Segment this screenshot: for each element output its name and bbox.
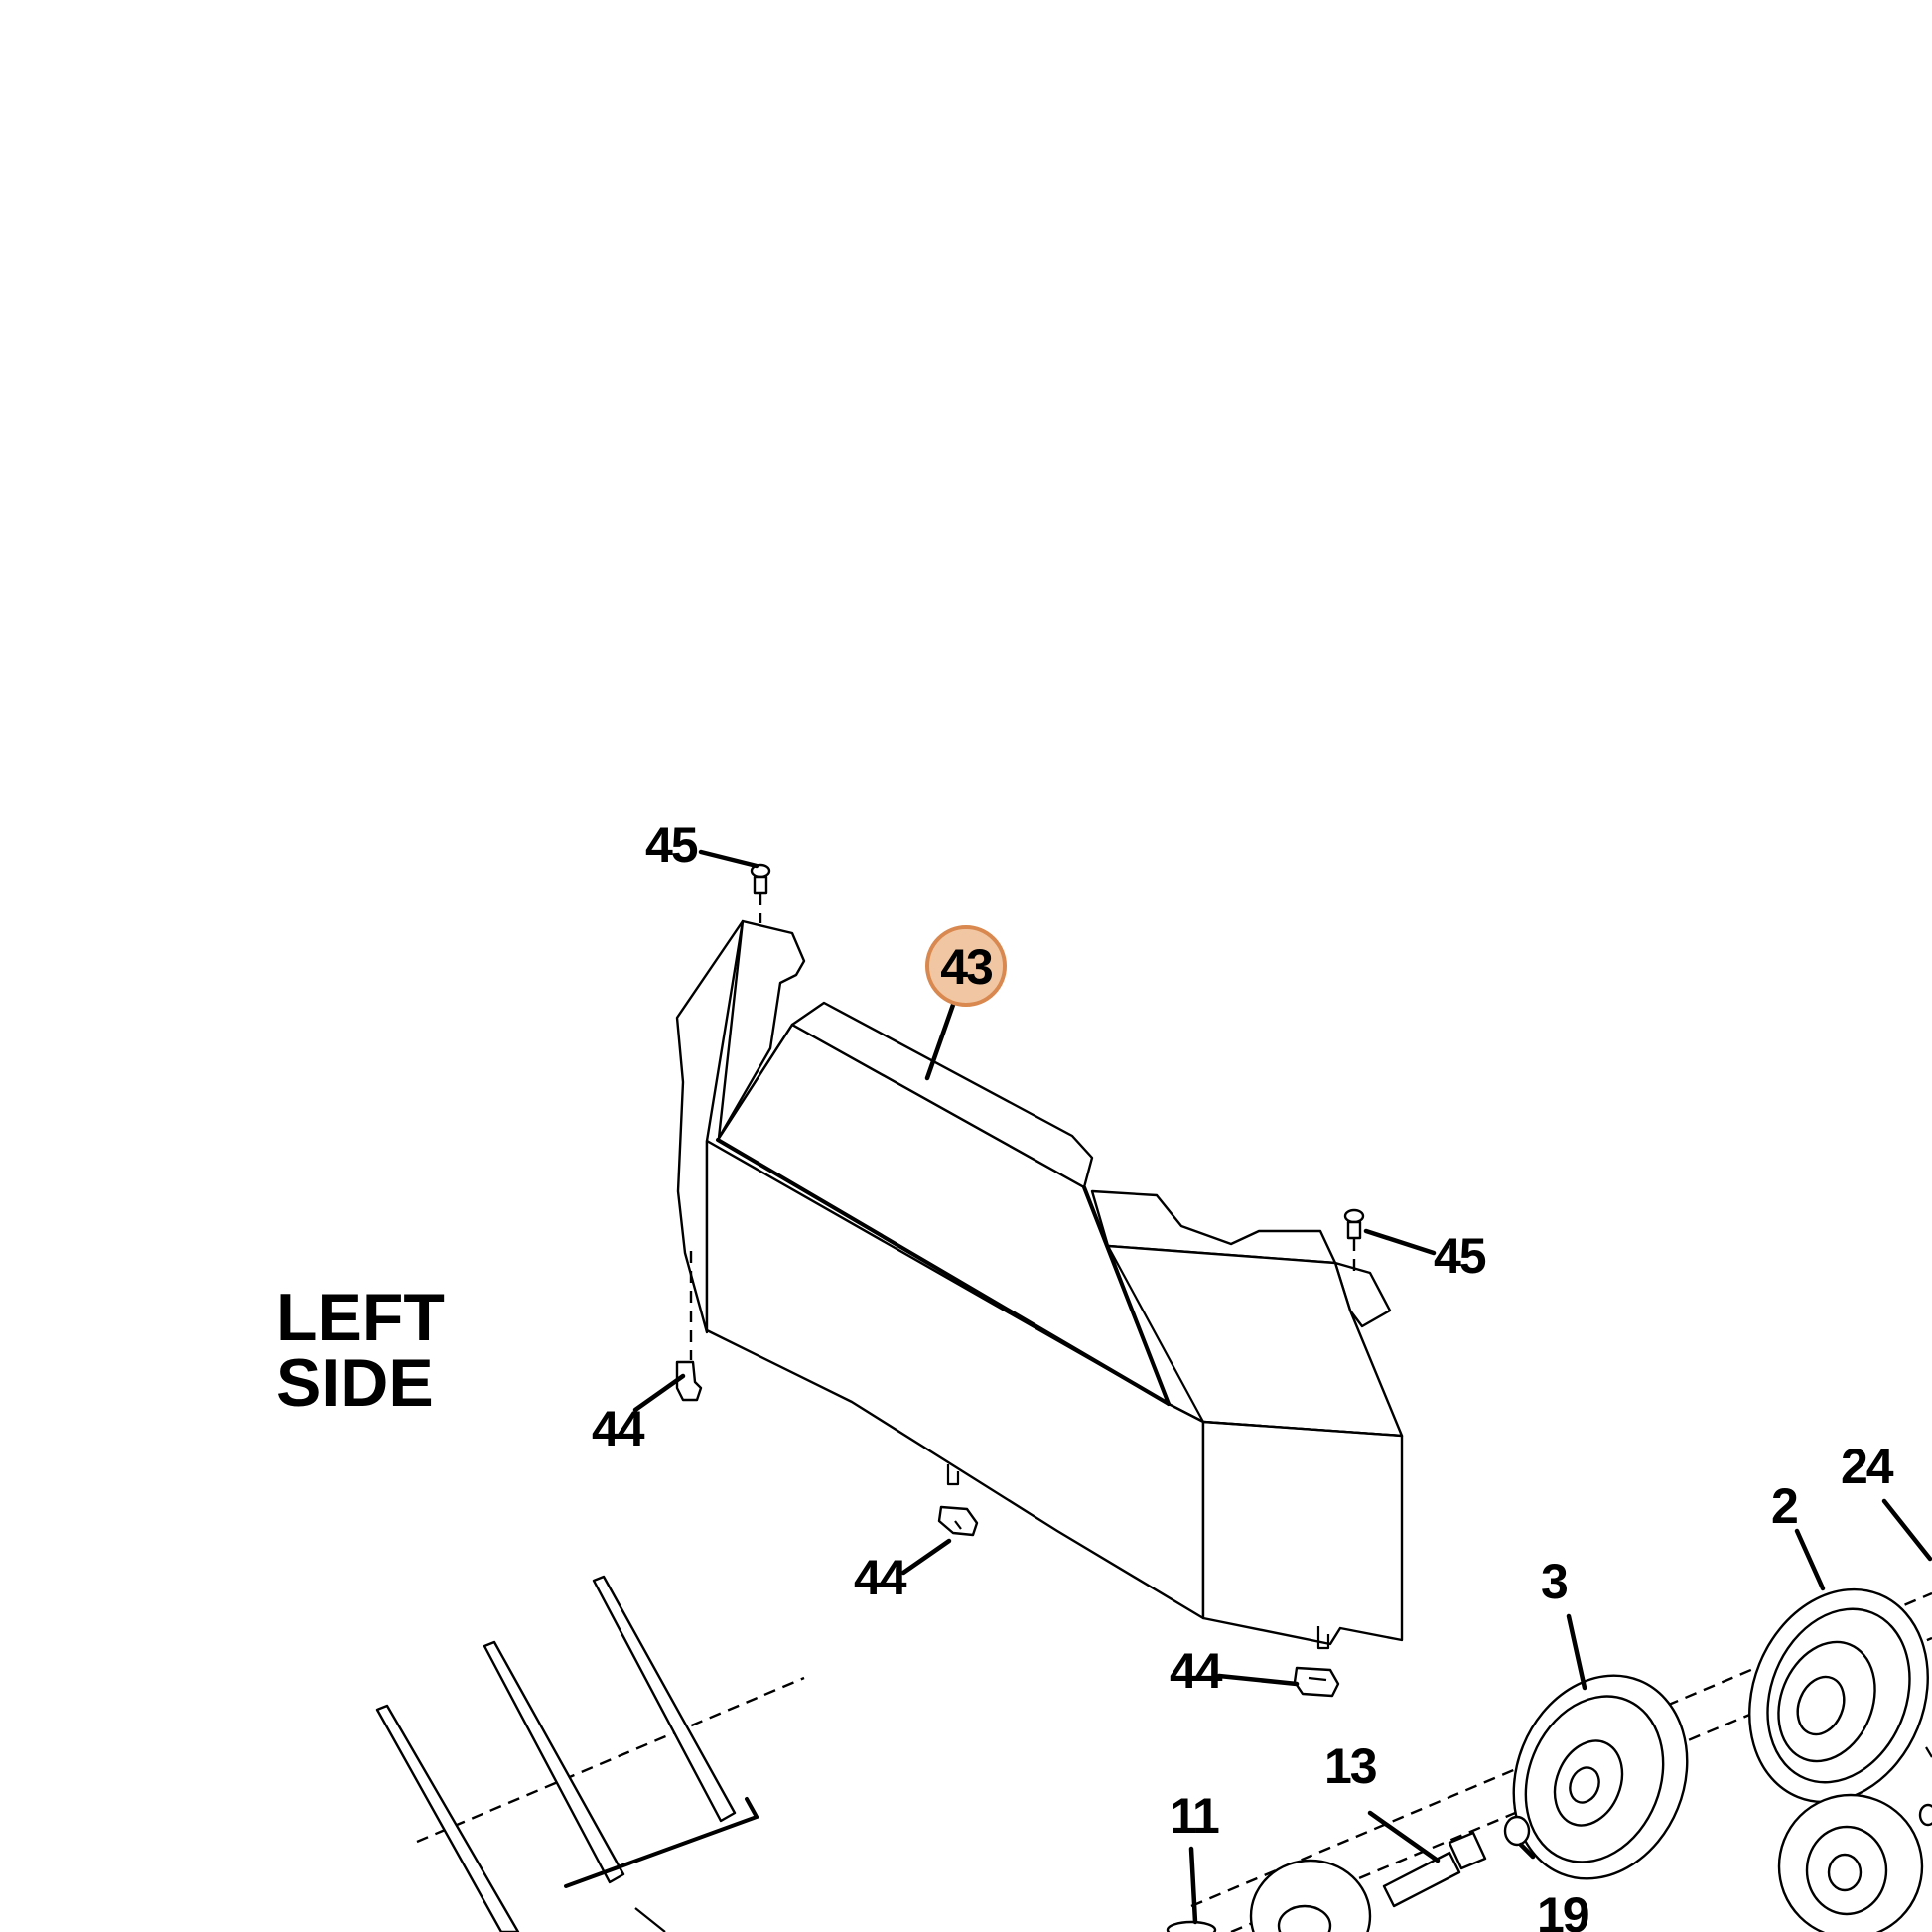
callout-45-top: 45	[645, 817, 698, 873]
callout-2: 2	[1771, 1478, 1797, 1534]
side-label: LEFT SIDE	[276, 1280, 445, 1421]
callout-labels: 45 43 45 44 44 44 24 2 3 13 11 19	[592, 817, 1896, 1932]
callout-44-right: 44	[1170, 1643, 1223, 1699]
callout-24: 24	[1841, 1439, 1894, 1494]
callout-19: 19	[1537, 1887, 1588, 1932]
blade-assembly	[375, 1575, 805, 1932]
screw-right	[1343, 1208, 1365, 1273]
leader-lines	[632, 849, 1932, 1925]
belt-guard-shield	[675, 919, 1404, 1650]
clip-nut-left	[675, 1251, 703, 1402]
callout-44-left: 44	[592, 1401, 645, 1456]
callout-13: 13	[1324, 1738, 1376, 1794]
clip-nut-middle	[937, 1505, 979, 1537]
side-label-side: SIDE	[276, 1345, 434, 1421]
highlight-circle-43	[925, 925, 1007, 1007]
screw-top-left	[750, 863, 771, 923]
callout-11: 11	[1170, 1788, 1219, 1844]
callout-43: 43	[940, 939, 992, 995]
pulley-assembly	[1166, 1587, 1932, 1932]
callout-45-right: 45	[1434, 1228, 1486, 1284]
side-label-left: LEFT	[276, 1280, 445, 1355]
callout-44-middle: 44	[854, 1550, 907, 1605]
clip-nut-right	[1293, 1666, 1340, 1698]
callout-3: 3	[1541, 1554, 1567, 1609]
